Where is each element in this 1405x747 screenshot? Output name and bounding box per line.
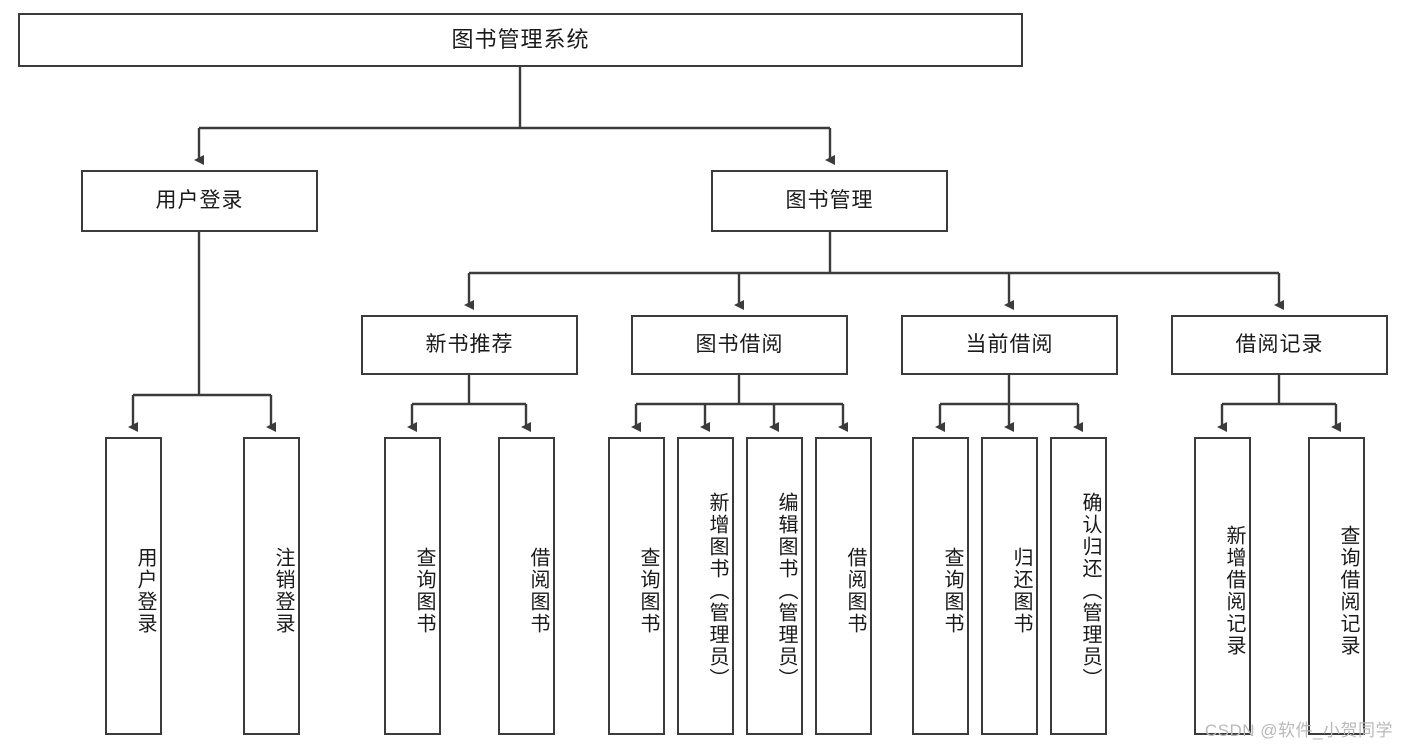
node-label: 新书推荐 xyxy=(425,333,514,357)
node-borrow-record[interactable]: 借阅记录 xyxy=(1171,315,1388,375)
leaf-query-book-recommend[interactable]: 查询图书 xyxy=(384,437,441,735)
leaf-borrow-book-recommend[interactable]: 借阅图书 xyxy=(498,437,555,735)
node-label: 查询借阅记录 xyxy=(1337,525,1359,657)
node-current-borrow[interactable]: 当前借阅 xyxy=(901,315,1118,375)
node-label: 编辑图书（管理员） xyxy=(775,492,797,690)
node-label: 确认归还（管理员） xyxy=(1079,492,1101,690)
node-label: 用户登录 xyxy=(155,189,244,213)
node-user-login[interactable]: 用户登录 xyxy=(81,170,318,232)
node-label: 新增借阅记录 xyxy=(1223,525,1245,657)
leaf-logout[interactable]: 注销登录 xyxy=(243,437,300,735)
node-root-system[interactable]: 图书管理系统 xyxy=(18,13,1023,67)
leaf-confirm-return-admin[interactable]: 确认归还（管理员） xyxy=(1050,437,1107,735)
node-label: 图书管理系统 xyxy=(451,26,590,52)
leaf-add-book-admin[interactable]: 新增图书（管理员） xyxy=(677,437,734,735)
node-book-borrow[interactable]: 图书借阅 xyxy=(631,315,848,375)
leaf-borrow-book[interactable]: 借阅图书 xyxy=(815,437,872,735)
node-book-management[interactable]: 图书管理 xyxy=(711,170,948,232)
leaf-query-book-current[interactable]: 查询图书 xyxy=(912,437,969,735)
node-label: 借阅图书 xyxy=(527,547,549,635)
leaf-return-book[interactable]: 归还图书 xyxy=(981,437,1038,735)
node-label: 归还图书 xyxy=(1010,547,1032,635)
leaf-user-login[interactable]: 用户登录 xyxy=(105,437,162,735)
leaf-query-book-borrow[interactable]: 查询图书 xyxy=(608,437,665,735)
node-label: 注销登录 xyxy=(272,547,294,635)
node-label: 新增图书（管理员） xyxy=(706,492,728,690)
node-label: 当前借阅 xyxy=(965,333,1054,357)
node-label: 查询图书 xyxy=(637,547,659,635)
leaf-query-borrow-record[interactable]: 查询借阅记录 xyxy=(1308,437,1365,735)
node-label: 图书借阅 xyxy=(695,333,784,357)
node-label: 借阅记录 xyxy=(1235,333,1324,357)
leaf-edit-book-admin[interactable]: 编辑图书（管理员） xyxy=(746,437,803,735)
leaf-add-borrow-record[interactable]: 新增借阅记录 xyxy=(1194,437,1251,735)
node-label: 用户登录 xyxy=(134,547,156,635)
node-label: 图书管理 xyxy=(785,189,874,213)
node-label: 借阅图书 xyxy=(844,547,866,635)
node-label: 查询图书 xyxy=(413,547,435,635)
node-label: 查询图书 xyxy=(941,547,963,635)
node-new-book-recommend[interactable]: 新书推荐 xyxy=(361,315,578,375)
watermark: CSDN @软件_小贺同学 xyxy=(1204,721,1393,740)
